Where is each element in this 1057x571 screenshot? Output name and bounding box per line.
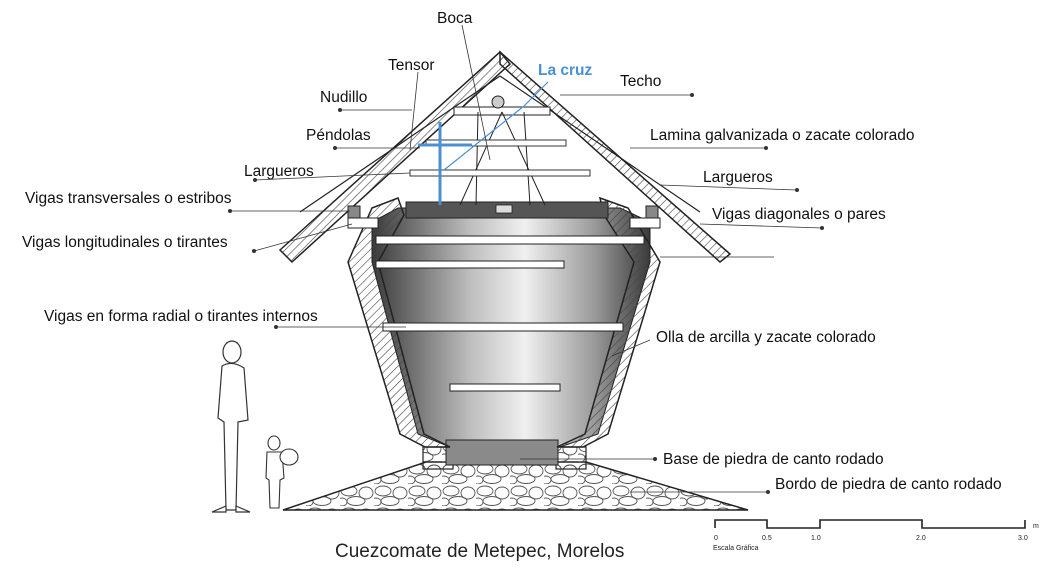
scale-tick-3-0: 3.0 xyxy=(1018,535,1028,542)
pendola-1 xyxy=(459,111,503,206)
pot-neck xyxy=(445,439,559,466)
tie-right xyxy=(629,217,661,229)
stone-base-right xyxy=(555,446,587,470)
lid-lock xyxy=(495,204,513,214)
adult-figure xyxy=(211,340,251,513)
internal-beam-low xyxy=(449,383,561,392)
leader-lines xyxy=(228,24,824,494)
scale-unit: m xyxy=(1033,523,1039,530)
label-vigas-diagonales: Vigas diagonales o pares xyxy=(712,206,886,223)
label-nudillo: Nudillo xyxy=(320,89,367,106)
nudillo-knot xyxy=(491,95,505,109)
pendola-4 xyxy=(523,111,531,206)
label-vigas-longitudinales: Vigas longitudinales o tirantes xyxy=(22,234,228,251)
label-lamina: Lamina galvanizada o zacate colorado xyxy=(650,127,915,144)
internal-beam-short xyxy=(375,260,565,269)
label-base: Base de piedra de canto rodado xyxy=(663,451,884,468)
stone-rim xyxy=(282,461,749,511)
label-bordo: Bordo de piedra de canto rodado xyxy=(775,476,1002,493)
scale-bar: 0 0.5 1.0 2.0 3.0 m Escala Gráfica xyxy=(713,519,1039,552)
roof-right xyxy=(499,50,732,263)
roof-inner-right xyxy=(499,75,701,213)
label-tensor: Tensor xyxy=(388,57,435,74)
child-figure xyxy=(265,435,299,509)
tie-left xyxy=(347,217,379,229)
label-vigas-transversales: Vigas transversales o estribos xyxy=(25,190,232,207)
label-boca: Boca xyxy=(437,10,473,27)
nudillo-beam xyxy=(453,106,551,116)
la-cruz-diagonal xyxy=(443,105,525,171)
internal-beam-mid xyxy=(382,322,624,332)
scale-tick-2-0: 2.0 xyxy=(916,535,926,542)
label-pendolas: Péndolas xyxy=(306,127,371,144)
internal-beam-top xyxy=(375,235,645,245)
label-olla: Olla de arcilla y zacate colorado xyxy=(656,329,876,346)
diagram-caption: Cuezcomate de Metepec, Morelos xyxy=(335,541,624,562)
label-vigas-radial: Vigas en forma radial o tirantes interno… xyxy=(44,308,318,325)
label-largueros-left: Largueros xyxy=(244,163,314,180)
scale-tick-0-5: 0.5 xyxy=(762,535,772,542)
label-la-cruz: La cruz xyxy=(538,62,593,79)
scale-tick-1-0: 1.0 xyxy=(811,535,821,542)
larguero-upper xyxy=(425,139,567,147)
label-techo: Techo xyxy=(620,73,661,90)
label-largueros-right: Largueros xyxy=(703,169,773,186)
scale-tick-0: 0 xyxy=(714,535,718,542)
scale-title: Escala Gráfica xyxy=(713,545,759,552)
pendola-3 xyxy=(475,111,479,206)
roof-inner-left xyxy=(299,75,501,213)
la-cruz-leader xyxy=(523,81,549,107)
pot-wall-left xyxy=(347,197,451,448)
pendola-2 xyxy=(501,111,546,206)
larguero-lower xyxy=(409,169,591,177)
